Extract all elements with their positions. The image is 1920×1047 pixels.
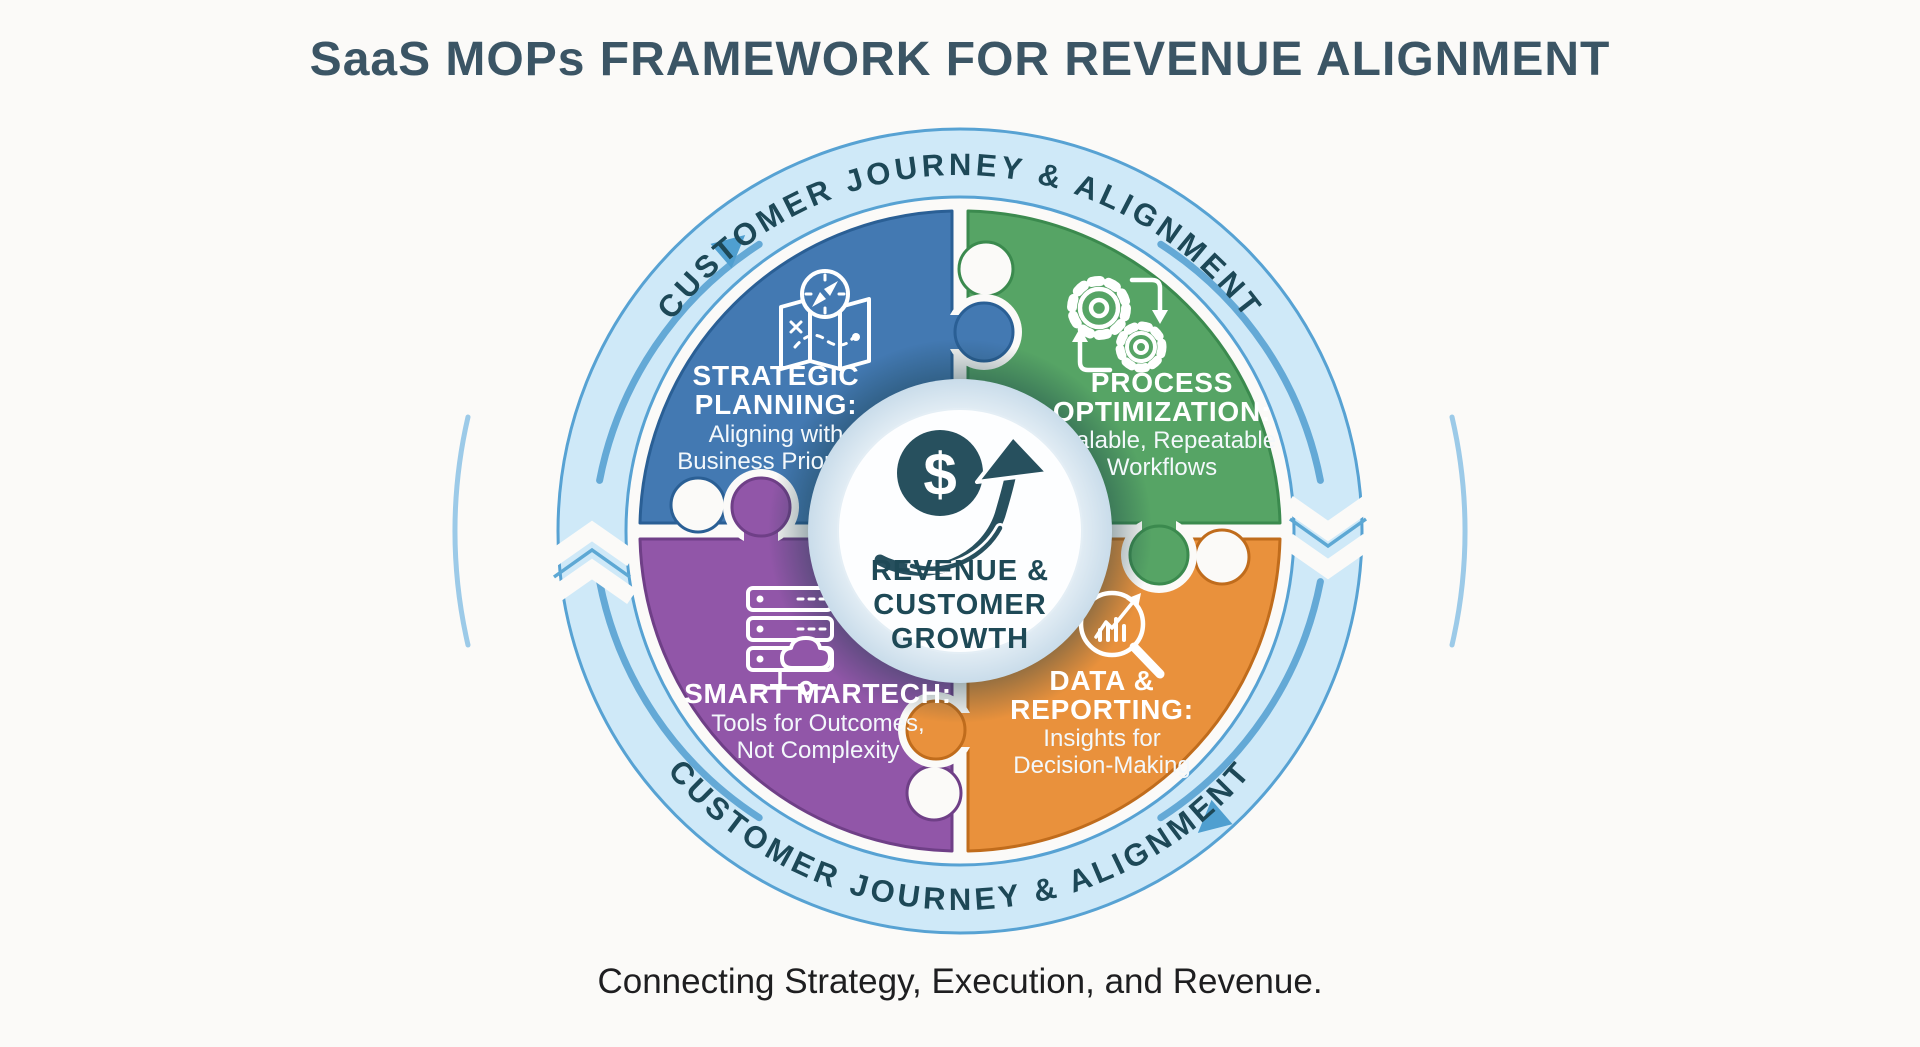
data-reporting-sub-2: Decision-Making [1013, 752, 1190, 779]
ring-flow-line [596, 240, 1324, 822]
gears-cycle-icon [1067, 276, 1168, 373]
strategic-planning-heading-1: STRATEGIC [693, 360, 860, 391]
smart-martech-heading: SMART MARTECH: [684, 678, 952, 709]
process-optimization-heading-1: PROCESS [1091, 367, 1234, 398]
center-label-2: CUSTOMER [873, 589, 1046, 621]
center-label-1: REVENUE & [871, 555, 1049, 587]
process-optimization-heading-2: OPTIMIZATION: [1053, 396, 1271, 427]
footer-caption: Connecting Strategy, Execution, and Reve… [597, 962, 1323, 1001]
smart-martech-sub-1: Tools for Outcomes, [711, 710, 924, 737]
process-optimization-sub-2: Workflows [1107, 454, 1217, 481]
ring-chevron-left [547, 520, 637, 604]
center-label-3: GROWTH [891, 623, 1029, 655]
page-title: SaaS MOPs FRAMEWORK FOR REVENUE ALIGNMEN… [309, 33, 1611, 86]
dollar-symbol: $ [923, 441, 956, 508]
ring-chevron-right [1283, 496, 1373, 580]
smart-martech-sub-2: Not Complexity [737, 737, 900, 764]
strategic-planning-sub-1: Aligning with [709, 421, 844, 448]
outer-accent-arcs [452, 414, 1468, 648]
server-cloud-icon [746, 586, 834, 696]
center-hub: $ REVENUE & CUSTOMER GROWTH [808, 379, 1112, 683]
data-reporting-heading-2: REPORTING: [1010, 694, 1194, 725]
map-compass-icon [779, 269, 871, 371]
dollar-growth-arrow-icon: $ [870, 430, 1050, 581]
data-reporting-heading-1: DATA & [1049, 665, 1154, 696]
strategic-planning-heading-2: PLANNING: [695, 389, 858, 420]
ring-arrowhead-top-left [710, 235, 746, 269]
data-reporting-sub-1: Insights for [1043, 725, 1160, 752]
ring-arrowhead-bottom-right [1197, 799, 1233, 833]
chart-magnifier-icon [1078, 590, 1165, 679]
